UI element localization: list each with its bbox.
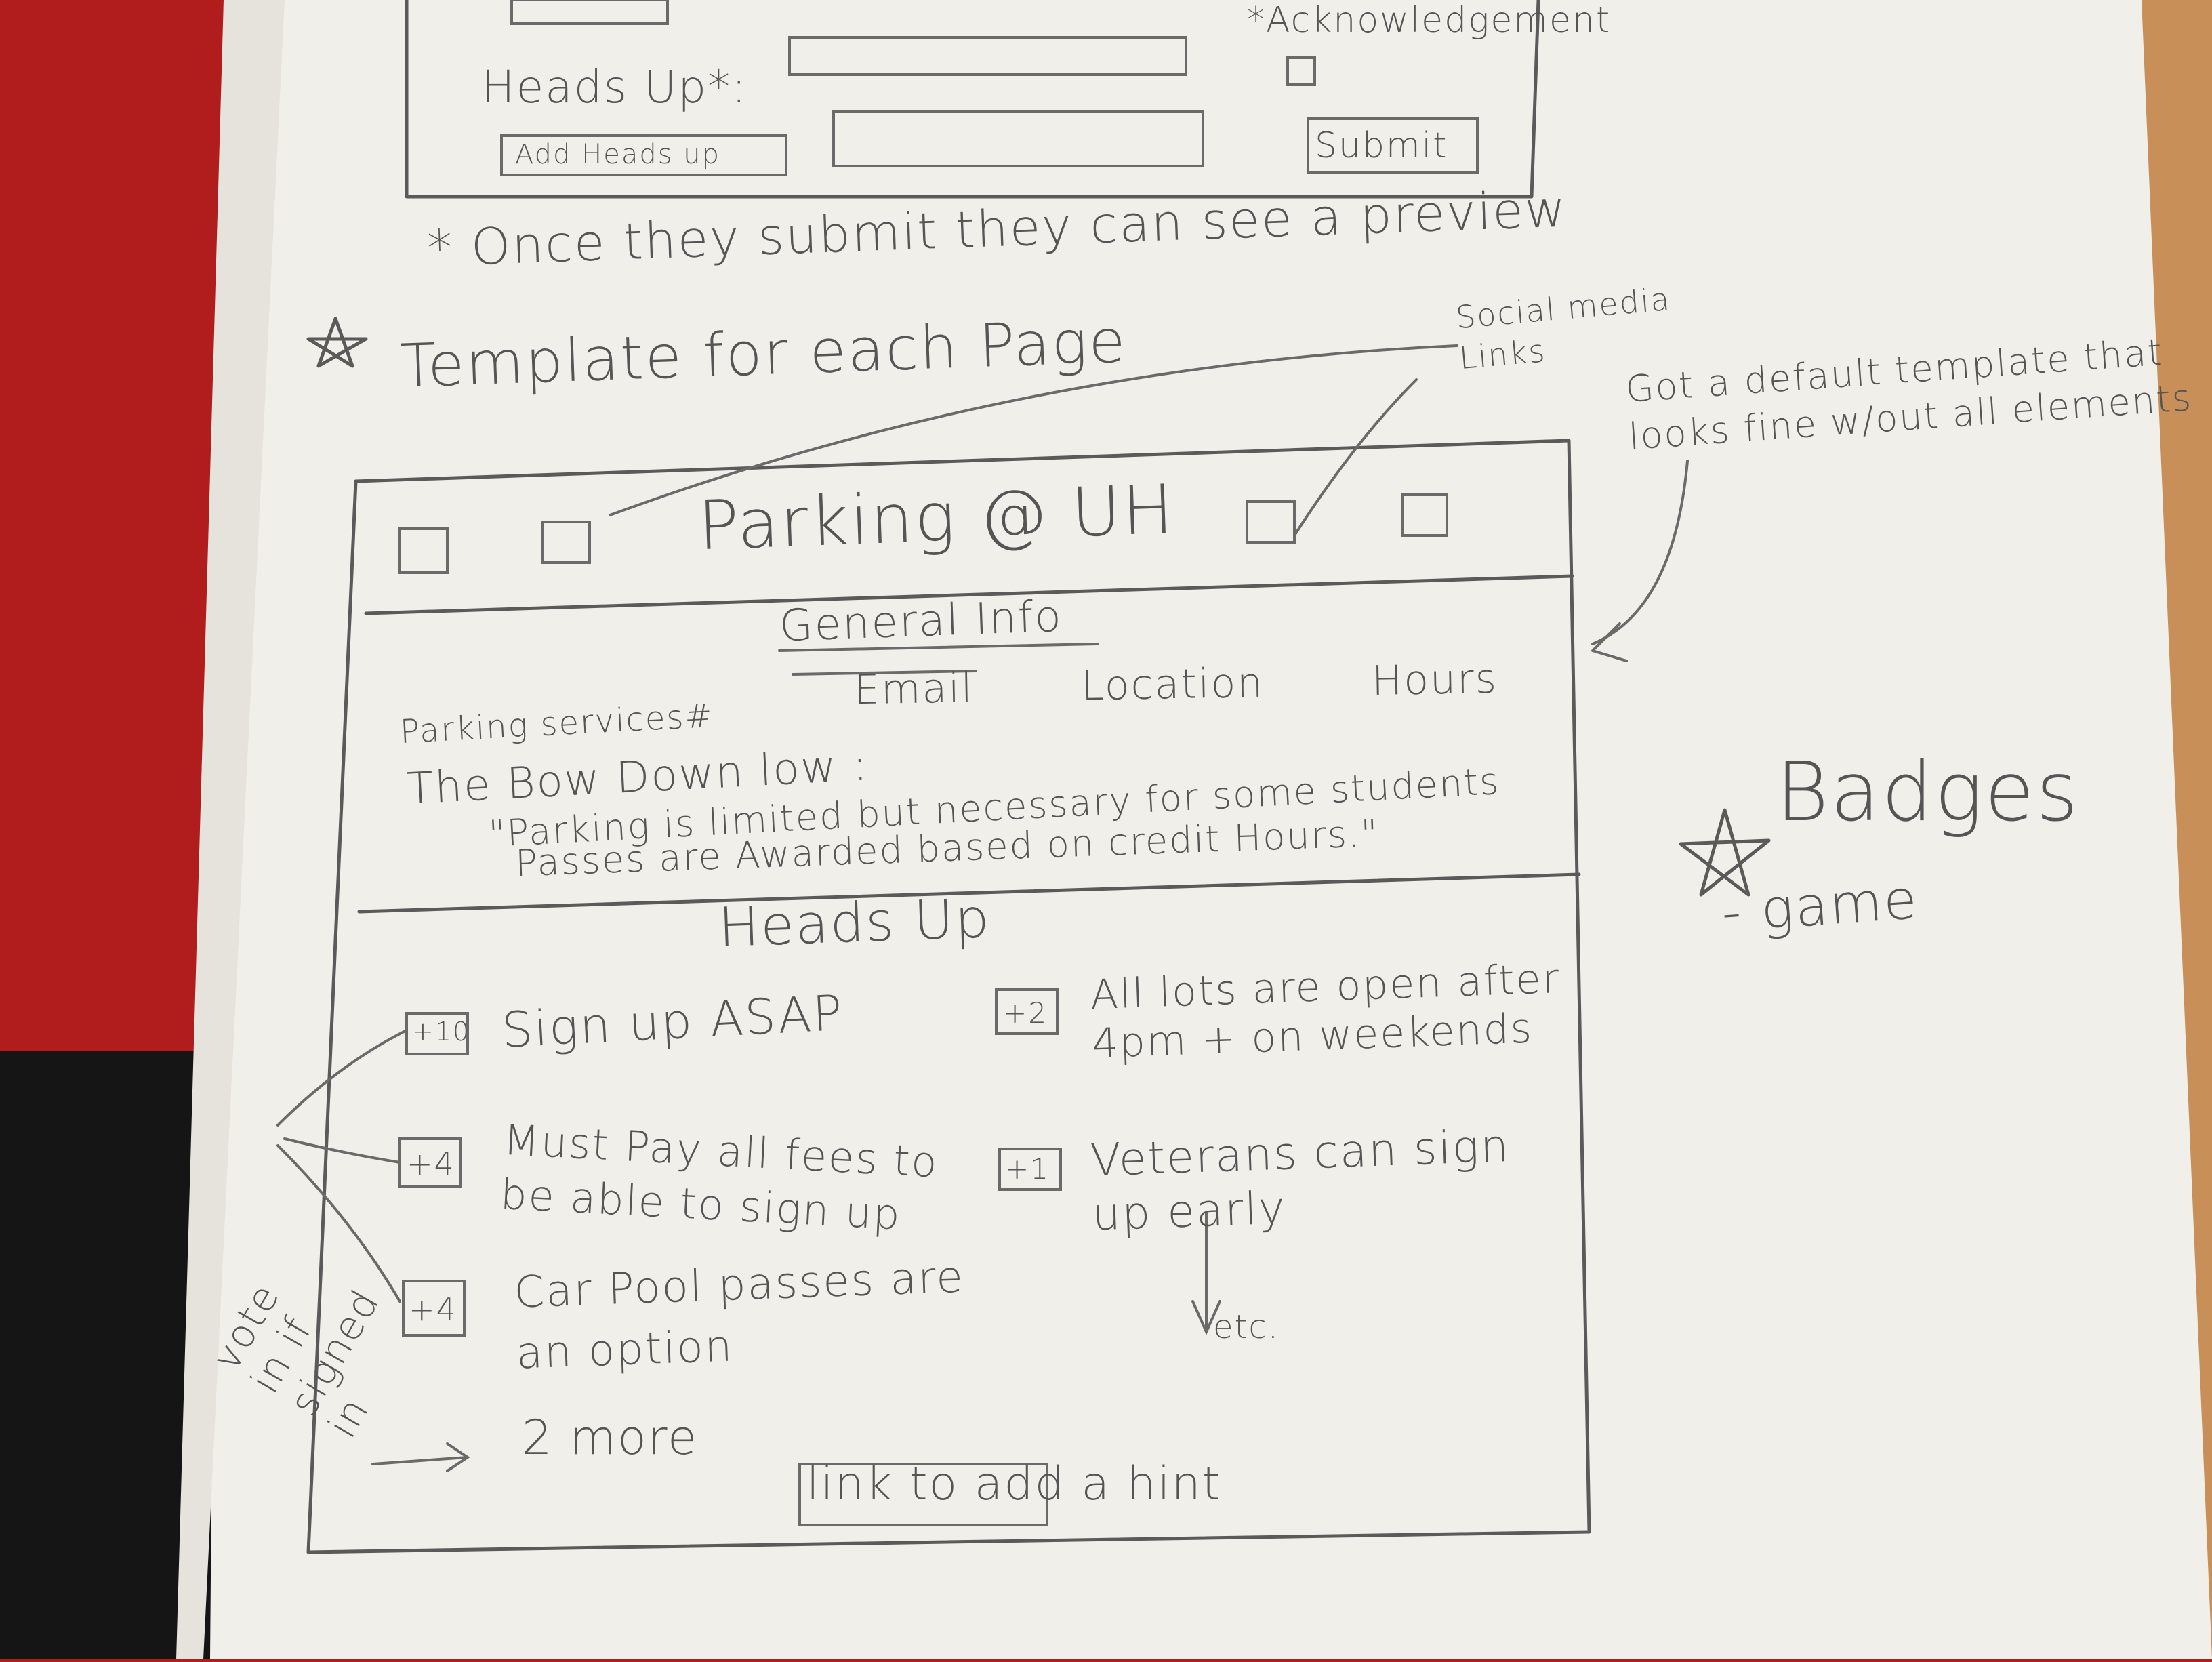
submit-button: Submit xyxy=(1315,125,1448,166)
email-link[interactable]: Email xyxy=(853,664,975,714)
hint-text-5: Veterans can sign up early xyxy=(1089,1119,1511,1241)
heads-up-label: Heads Up*: xyxy=(481,61,748,113)
hint-vote-1[interactable]: +10 xyxy=(412,1017,471,1047)
general-info-heading: General Info xyxy=(778,591,1063,652)
hint-vote-4[interactable]: +2 xyxy=(1003,996,1048,1030)
hint-vote-3[interactable]: +4 xyxy=(409,1291,457,1328)
page-title: Parking @ UH xyxy=(697,469,1176,566)
acknowledgement-checkbox-sketch xyxy=(1286,56,1316,86)
submit-button-sketch xyxy=(1307,117,1479,174)
hint-vote-5[interactable]: +1 xyxy=(1005,1152,1050,1185)
badges-note: Badges xyxy=(1776,746,2080,840)
acknowledgement-label: *Acknowledgement xyxy=(1247,0,1612,41)
add-hint-link[interactable]: link to add a hint xyxy=(806,1457,1222,1511)
more-hints-link[interactable]: 2 more xyxy=(522,1410,699,1465)
etc-note: etc. xyxy=(1213,1308,1279,1346)
location-link[interactable]: Location xyxy=(1080,659,1265,710)
hint-vote-2[interactable]: +4 xyxy=(407,1146,455,1182)
add-heads-up-button: Add Heads up xyxy=(515,139,721,170)
preview-area-sketch xyxy=(832,110,1204,167)
heads-up-input-sketch xyxy=(788,36,1187,76)
hint-text-3: Car Pool passes are an option xyxy=(513,1252,965,1379)
add-heads-up-button-sketch xyxy=(500,134,787,176)
hours-link[interactable]: Hours xyxy=(1371,655,1498,705)
hint-text-4: All lots are open after 4pm + on weekend… xyxy=(1089,955,1561,1068)
heads-up-heading: Heads Up xyxy=(717,887,992,959)
